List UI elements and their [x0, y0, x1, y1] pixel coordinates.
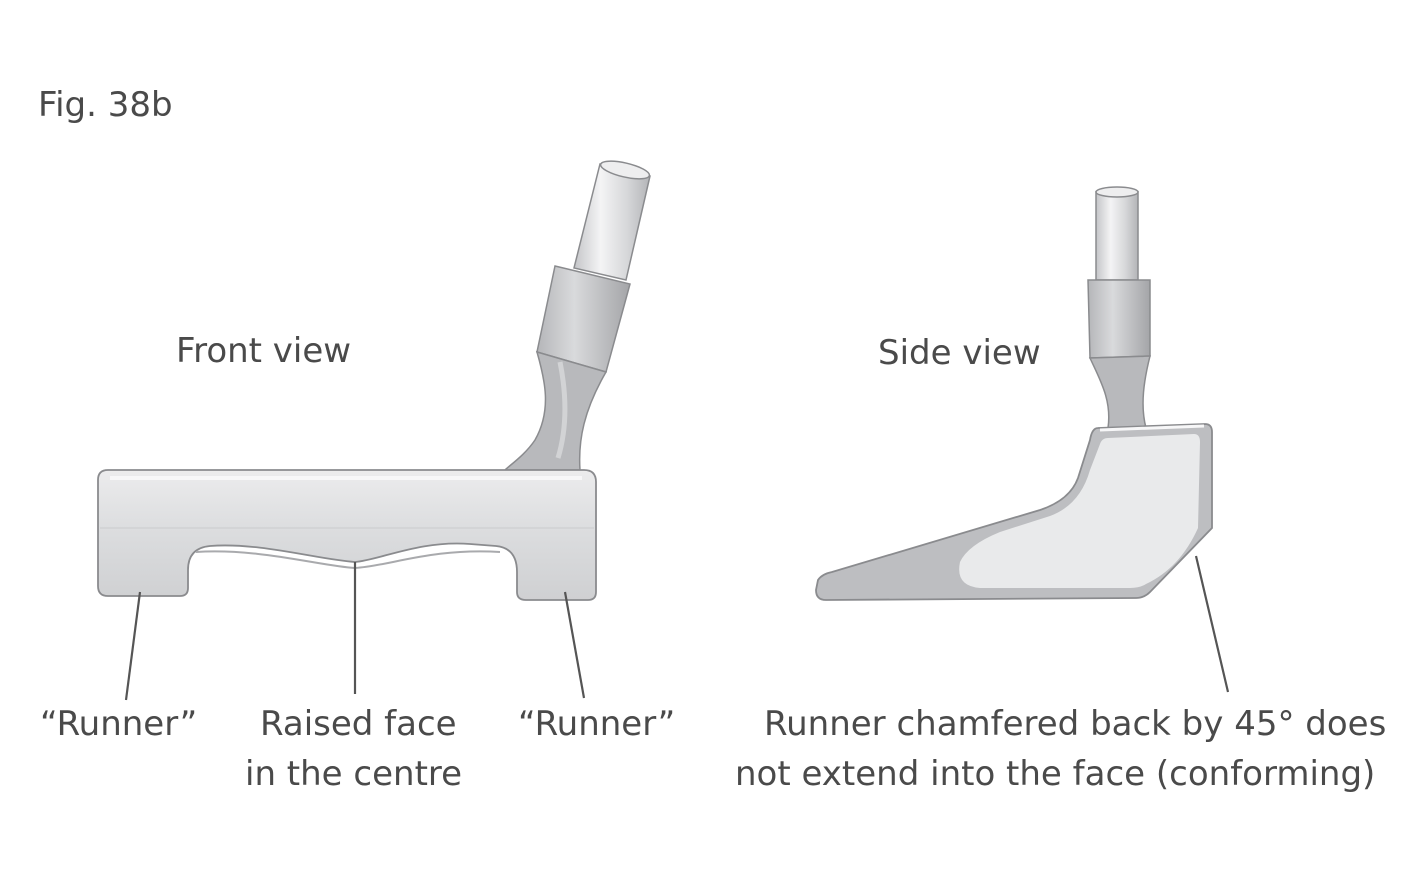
side-head [815, 423, 1213, 601]
side-view-putter [815, 186, 1230, 693]
side-shaft [1095, 186, 1139, 281]
front-head [97, 469, 597, 601]
side-hosel [1087, 279, 1151, 429]
figure-label: Fig. 38b [38, 85, 173, 125]
raised-face-label-line2: in the centre [245, 754, 462, 794]
front-shaft [573, 160, 651, 281]
raised-face-label-line1: Raised face [260, 704, 457, 744]
runner-right-leader [563, 591, 586, 699]
side-caption-line1: Runner chamfered back by 45° does [764, 704, 1386, 744]
front-view-title: Front view [176, 331, 351, 371]
chamfer-leader [1194, 555, 1230, 693]
runner-left-leader [124, 591, 142, 701]
side-view-title: Side view [878, 333, 1041, 373]
runner-left-label: “Runner” [40, 704, 197, 744]
side-caption-line2: not extend into the face (conforming) [735, 754, 1375, 794]
front-hosel [503, 265, 631, 471]
runner-right-label: “Runner” [518, 704, 675, 744]
front-view-putter [97, 160, 651, 701]
